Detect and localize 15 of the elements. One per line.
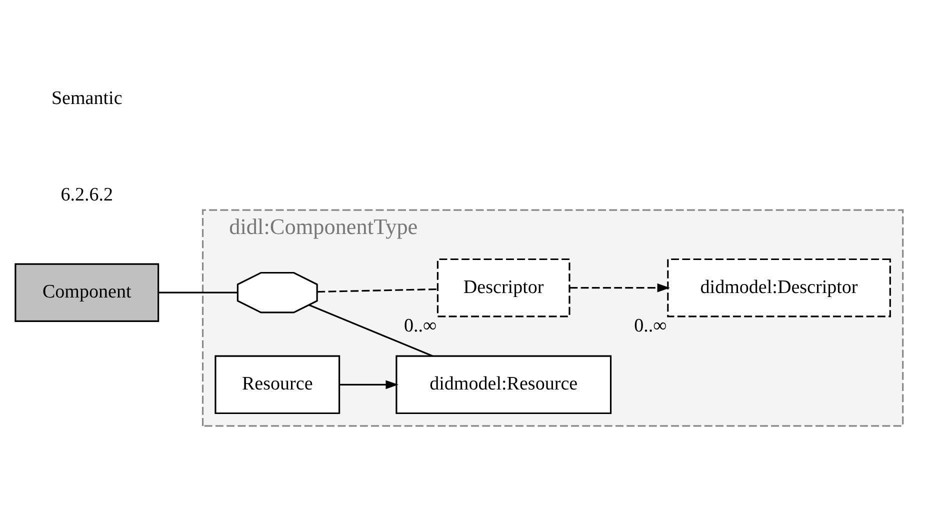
connector — [317, 288, 438, 292]
node-box: didmodel:Descriptor — [667, 258, 891, 317]
node-label: 0..∞ — [634, 315, 667, 336]
arrow — [339, 380, 398, 389]
node-box: Descriptor — [436, 258, 570, 317]
connector — [158, 291, 238, 293]
node-label: 0..∞ — [404, 315, 437, 336]
label: Semantic — [51, 87, 122, 108]
node-box: Component — [14, 262, 160, 322]
label: 6.2.6.2 — [60, 184, 114, 206]
node-box: Resource — [214, 354, 340, 414]
node-octagon — [236, 271, 318, 313]
arrow — [570, 282, 670, 292]
node-box: didmodel:Resource — [396, 354, 612, 414]
connector — [308, 304, 433, 356]
